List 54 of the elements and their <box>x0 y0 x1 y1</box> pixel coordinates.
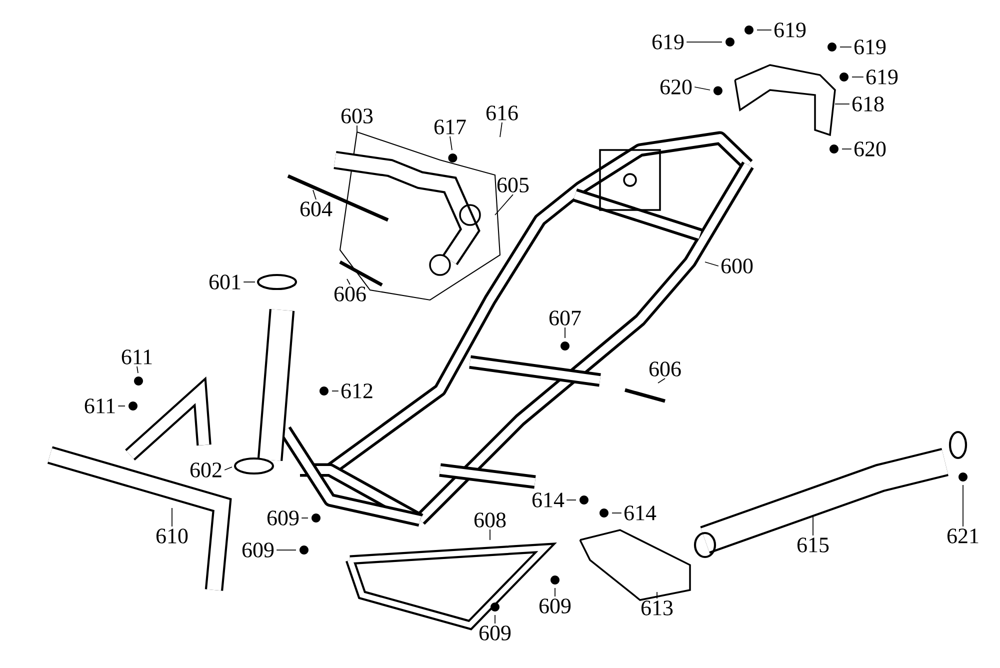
callout-number: 619 <box>774 22 806 38</box>
callout-number: 602 <box>190 462 222 478</box>
callout-number: 611 <box>84 398 115 414</box>
callout-number: 606 <box>334 286 366 302</box>
leader-line <box>554 588 556 597</box>
leader-line <box>658 378 666 384</box>
callout-number: 620 <box>660 80 692 94</box>
leader-line <box>136 366 138 374</box>
callout-number: 612 <box>341 384 372 398</box>
leader-line <box>962 484 964 527</box>
callout-number: 601 <box>209 274 240 290</box>
callout-number: 604 <box>300 202 332 216</box>
callout-number: 606 <box>649 362 681 376</box>
callout-number: 610 <box>156 528 188 544</box>
callout-number: 614 <box>624 506 656 520</box>
callout-number: 613 <box>641 600 673 616</box>
leader-line <box>852 76 864 78</box>
callout-number: 609 <box>242 542 274 558</box>
callout-number: 609 <box>539 598 571 614</box>
leader-line <box>312 190 316 200</box>
callout-number: 603 <box>341 108 373 124</box>
leader-line <box>346 278 350 285</box>
callout-number: 600 <box>721 258 753 274</box>
callout-number: 619 <box>854 40 886 54</box>
callout-number: 619 <box>866 70 898 84</box>
leader-line <box>564 327 566 338</box>
callout-number: 614 <box>532 492 564 508</box>
callout-number: 618 <box>852 96 884 112</box>
callout-number: 605 <box>497 178 529 192</box>
callout-number: 620 <box>854 142 886 156</box>
leader-line <box>494 194 514 216</box>
callout-number: 616 <box>486 106 518 120</box>
leader-line <box>704 262 719 266</box>
leader-line <box>332 390 339 392</box>
callout-number: 609 <box>479 626 511 640</box>
leader-line <box>842 148 852 150</box>
leader-line <box>224 466 232 470</box>
callout-number: 609 <box>267 510 299 526</box>
leader-line <box>356 125 358 132</box>
leader-line <box>494 614 496 624</box>
leader-line <box>812 514 814 536</box>
leader-line <box>450 136 452 150</box>
callout-number: 608 <box>474 512 506 528</box>
callout-number: 615 <box>797 538 829 552</box>
leader-line <box>694 86 710 90</box>
callout-number: 619 <box>652 34 684 50</box>
leader-line <box>840 46 852 48</box>
leader-line <box>612 512 622 514</box>
leader-line <box>656 592 658 599</box>
leader-line <box>500 122 502 138</box>
callout-number: 607 <box>549 310 581 326</box>
callout-number: 611 <box>122 350 152 364</box>
callout-number: 621 <box>947 528 978 544</box>
callout-number: 617 <box>434 120 466 134</box>
